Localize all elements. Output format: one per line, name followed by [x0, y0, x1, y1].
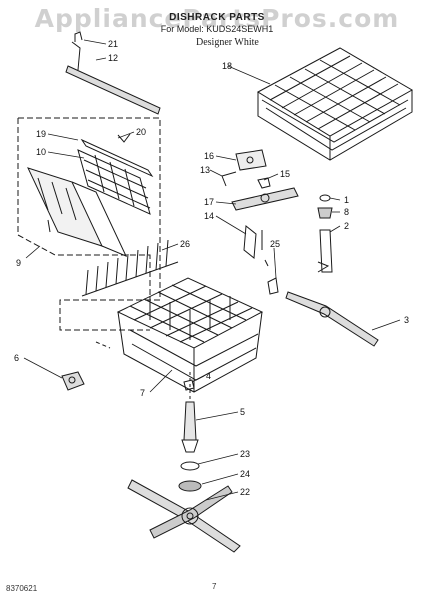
callout-14: 14	[204, 211, 214, 221]
callout-leaders	[23, 39, 401, 501]
diagram-title: DISHRACK PARTS	[169, 12, 265, 23]
callout-12: 12	[108, 53, 118, 63]
page-number: 7	[212, 582, 217, 591]
tine-row-part	[81, 239, 179, 297]
callout-25: 25	[270, 239, 280, 249]
rack-wheel-part	[61, 341, 111, 391]
basket-insert-part	[77, 149, 151, 215]
callout-8: 8	[344, 207, 349, 217]
callout-24: 24	[240, 469, 250, 479]
lower-spray-arm-part	[127, 479, 241, 553]
callout-1: 1	[344, 195, 349, 205]
lower-spray-assembly	[285, 194, 379, 347]
callout-10: 10	[36, 147, 46, 157]
washer-part	[180, 461, 200, 471]
upper-spray-assembly	[221, 149, 299, 267]
callout-20: 20	[136, 127, 146, 137]
callout-2: 2	[344, 221, 349, 231]
callout-5: 5	[240, 407, 245, 417]
small-clip-part	[183, 379, 195, 391]
model-variant: Designer White	[196, 37, 259, 48]
document-number: 8370621	[6, 584, 38, 593]
bearing-part	[178, 480, 202, 492]
silverware-basket-boundary	[17, 117, 161, 331]
upper-rack-part	[256, 47, 414, 161]
clip-part	[267, 277, 279, 295]
callout-18: 18	[222, 61, 232, 71]
callout-9: 9	[16, 258, 21, 268]
model-number: For Model: KUDS24SEWH1	[160, 24, 274, 34]
callout-23: 23	[240, 449, 250, 459]
callout-17: 17	[204, 197, 214, 207]
callout-6: 6	[14, 353, 19, 363]
spray-tube-part	[181, 372, 199, 453]
callout-26: 26	[180, 239, 190, 249]
callout-19: 19	[36, 129, 46, 139]
callout-3: 3	[404, 315, 409, 325]
callout-15: 15	[280, 169, 290, 179]
callout-13: 13	[200, 165, 210, 175]
silverware-basket-part	[27, 167, 128, 257]
rack-rail-part	[65, 31, 161, 115]
callout-4: 4	[206, 371, 211, 381]
lower-rack-part	[116, 277, 264, 393]
basket-lid-part	[80, 133, 154, 178]
callout-16: 16	[204, 151, 214, 161]
callout-22: 22	[240, 487, 250, 497]
callout-7: 7	[140, 388, 145, 398]
callout-21: 21	[108, 39, 118, 49]
watermark: AppliancePartsPros.com	[34, 4, 400, 33]
